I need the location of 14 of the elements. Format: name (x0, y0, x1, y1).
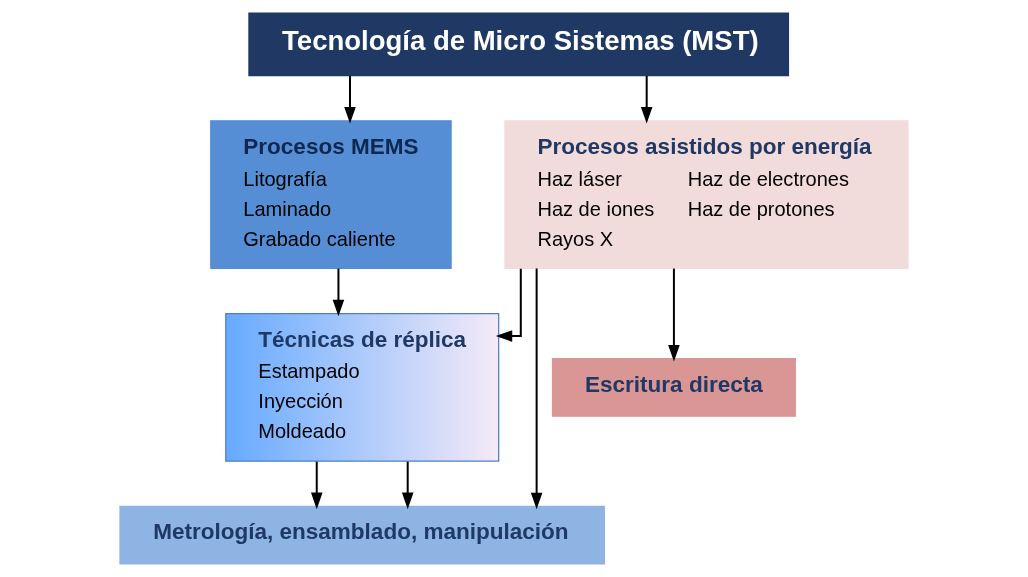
node-box: Escritura directa (551, 357, 796, 417)
node-box: Procesos asistidos por energía Haz láser Haz de electrones Haz de iones Haz de protones Rayos X (504, 120, 909, 270)
arrow (344, 74, 356, 124)
arrow (310, 460, 323, 510)
arrow (530, 267, 543, 510)
arrow (401, 460, 414, 510)
node-box: Metrología, ensamblado, manipulación (119, 505, 606, 565)
node-box: Técnicas de réplica Estampado Inyección Moldeado (225, 312, 500, 462)
arrow (495, 267, 522, 342)
arrow (640, 74, 653, 124)
arrow (332, 267, 345, 317)
node-box: Tecnología de Micro Sistemas (MST) (248, 12, 790, 77)
node-box: Procesos MEMS Litografía Laminado Grabado caliente (210, 120, 452, 270)
arrow (668, 267, 680, 362)
